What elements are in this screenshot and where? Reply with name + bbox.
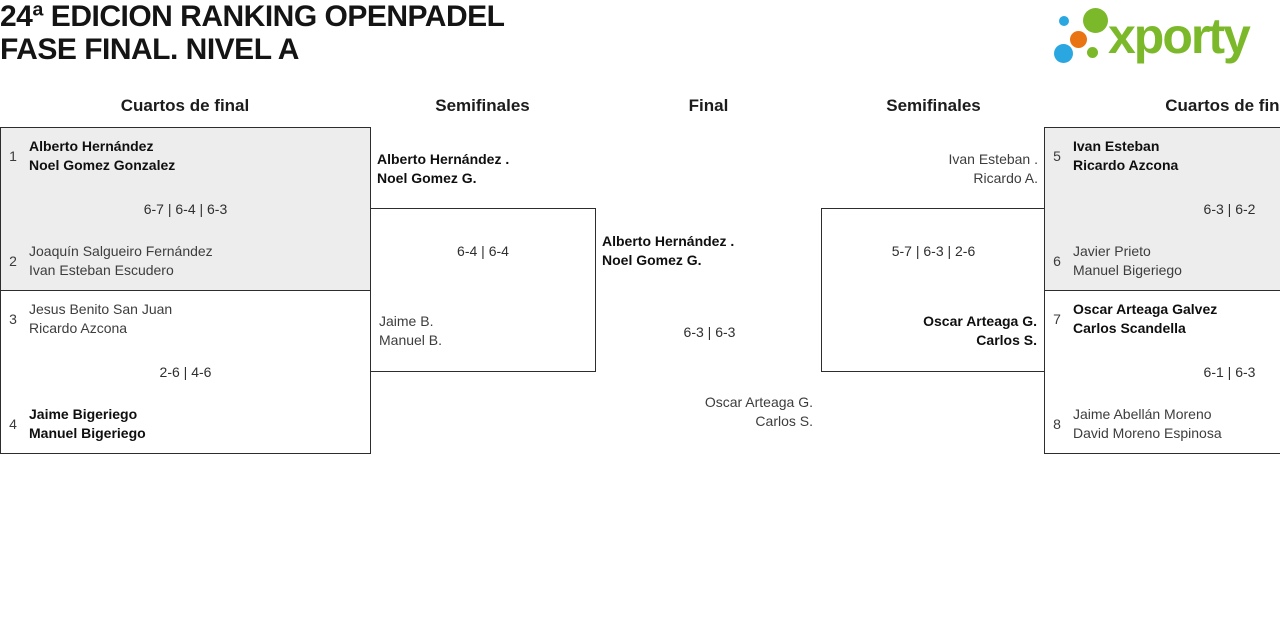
logo-dot-blue-small-icon (1059, 16, 1069, 26)
match-sf-right: 5-7 | 6-3 | 2-6 Oscar Arteaga G. Carlos … (821, 208, 1046, 372)
match-score: 6-7 | 6-4 | 6-3 (143, 201, 228, 217)
sf-left-advancing-team: Alberto Hernández . Noel Gomez G. (377, 150, 509, 188)
seed-number: 2 (9, 253, 17, 269)
player-name: Carlos S. (755, 413, 813, 429)
player-name: Ivan Esteban Escudero (29, 262, 174, 278)
team-row: 4 Jaime Bigeriego Manuel Bigeriego (4, 405, 146, 443)
seed-number: 4 (9, 416, 17, 432)
round-header-quarterfinals-left: Cuartos de final (120, 96, 250, 115)
round-header-semifinals-left: Semifinales (435, 96, 530, 115)
seed-number: 3 (9, 311, 17, 327)
seed-number: 1 (9, 148, 17, 164)
team-row: Jaime B. Manuel B. (379, 312, 442, 350)
match-qf-right-top: 5 Ivan Esteban Ricardo Azcona 6-3 | 6-2 … (1044, 127, 1280, 291)
player-name: Manuel Bigeriego (1073, 262, 1182, 278)
logo-dot-green-small-icon (1087, 47, 1098, 58)
logo-dot-green-large-icon (1083, 8, 1108, 33)
team-row: 2 Joaquín Salgueiro Fernández Ivan Esteb… (4, 242, 213, 280)
match-qf-left-bottom: 3 Jesus Benito San Juan Ricardo Azcona 2… (0, 290, 371, 454)
page-title-line2: FASE FINAL. NIVEL A (0, 33, 299, 66)
player-name: Oscar Arteaga G. (923, 313, 1037, 329)
match-score: 5-7 | 6-3 | 2-6 (891, 243, 976, 259)
player-name: Jaime Bigeriego (29, 406, 138, 422)
logo-dot-orange-icon (1070, 31, 1087, 48)
match-qf-left-top: 1 Alberto Hernández Noel Gomez Gonzalez … (0, 127, 371, 291)
match-sf-left: 6-4 | 6-4 Jaime B. Manuel B. (370, 208, 596, 372)
team-row: 6 Javier Prieto Manuel Bigeriego (1048, 242, 1182, 280)
match-qf-right-bottom: 7 Oscar Arteaga Galvez Carlos Scandella … (1044, 290, 1280, 454)
seed-number: 7 (1053, 311, 1061, 327)
match-score: 2-6 | 4-6 (159, 364, 212, 380)
round-header-final: Final (688, 96, 729, 115)
player-name: Alberto Hernández (29, 138, 154, 154)
seed-number: 8 (1053, 416, 1061, 432)
match-score: 6-3 | 6-2 (1203, 201, 1256, 217)
player-name: Manuel Bigeriego (29, 425, 146, 441)
final-team-bottom: Oscar Arteaga G. Carlos S. (705, 393, 813, 431)
final-score: 6-3 | 6-3 (683, 324, 736, 340)
player-name: Ricardo Azcona (1073, 157, 1179, 173)
player-name: Noel Gomez G. (602, 252, 702, 268)
player-name: Ricardo Azcona (29, 320, 128, 336)
player-name: Alberto Hernández . (377, 151, 510, 167)
player-name: Javier Prieto (1073, 243, 1151, 259)
page-title: 24ª EDICION RANKING OPENPADEL FASE FINAL… (0, 0, 505, 66)
team-row: 1 Alberto Hernández Noel Gomez Gonzalez (4, 137, 175, 175)
player-name: Joaquín Salgueiro Fernández (29, 243, 213, 259)
sf-right-team-top: Ivan Esteban . Ricardo A. (948, 150, 1038, 188)
player-name: David Moreno Espinosa (1073, 425, 1222, 441)
player-name: Oscar Arteaga G. (704, 394, 813, 410)
player-name: Ivan Esteban . (948, 151, 1038, 167)
player-name: Ricardo A. (973, 170, 1038, 186)
team-row: 8 Jaime Abellán Moreno David Moreno Espi… (1048, 405, 1222, 443)
match-score: 6-4 | 6-4 (457, 243, 509, 259)
player-name: Manuel B. (379, 332, 443, 348)
page-title-line1: 24ª EDICION RANKING OPENPADEL (0, 0, 505, 33)
round-header-quarterfinals-right: Cuartos de final (1165, 96, 1280, 115)
round-header-semifinals-right: Semifinales (886, 96, 981, 115)
player-name: Carlos S. (976, 332, 1037, 348)
final-team-top: Alberto Hernández . Noel Gomez G. (602, 232, 734, 270)
player-name: Carlos Scandella (1073, 320, 1186, 336)
team-row: Oscar Arteaga G. Carlos S. (923, 312, 1037, 350)
seed-number: 6 (1053, 253, 1061, 269)
player-name: Alberto Hernández . (602, 233, 735, 249)
xporty-logo[interactable]: xporty (1050, 0, 1280, 75)
team-row: 7 Oscar Arteaga Galvez Carlos Scandella (1048, 300, 1217, 338)
player-name: Noel Gomez G. (377, 170, 477, 186)
player-name: Oscar Arteaga Galvez (1073, 301, 1218, 317)
player-name: Jaime B. (379, 313, 434, 329)
player-name: Jesus Benito San Juan (29, 301, 173, 317)
team-row: 5 Ivan Esteban Ricardo Azcona (1048, 137, 1178, 175)
team-row: 3 Jesus Benito San Juan Ricardo Azcona (4, 300, 172, 338)
match-score: 6-1 | 6-3 (1203, 364, 1256, 380)
player-name: Jaime Abellán Moreno (1073, 406, 1212, 422)
player-name: Ivan Esteban (1073, 138, 1160, 154)
seed-number: 5 (1053, 148, 1061, 164)
logo-wordmark: xporty (1108, 8, 1251, 64)
player-name: Noel Gomez Gonzalez (29, 157, 176, 173)
logo-dot-blue-medium-icon (1054, 44, 1073, 63)
